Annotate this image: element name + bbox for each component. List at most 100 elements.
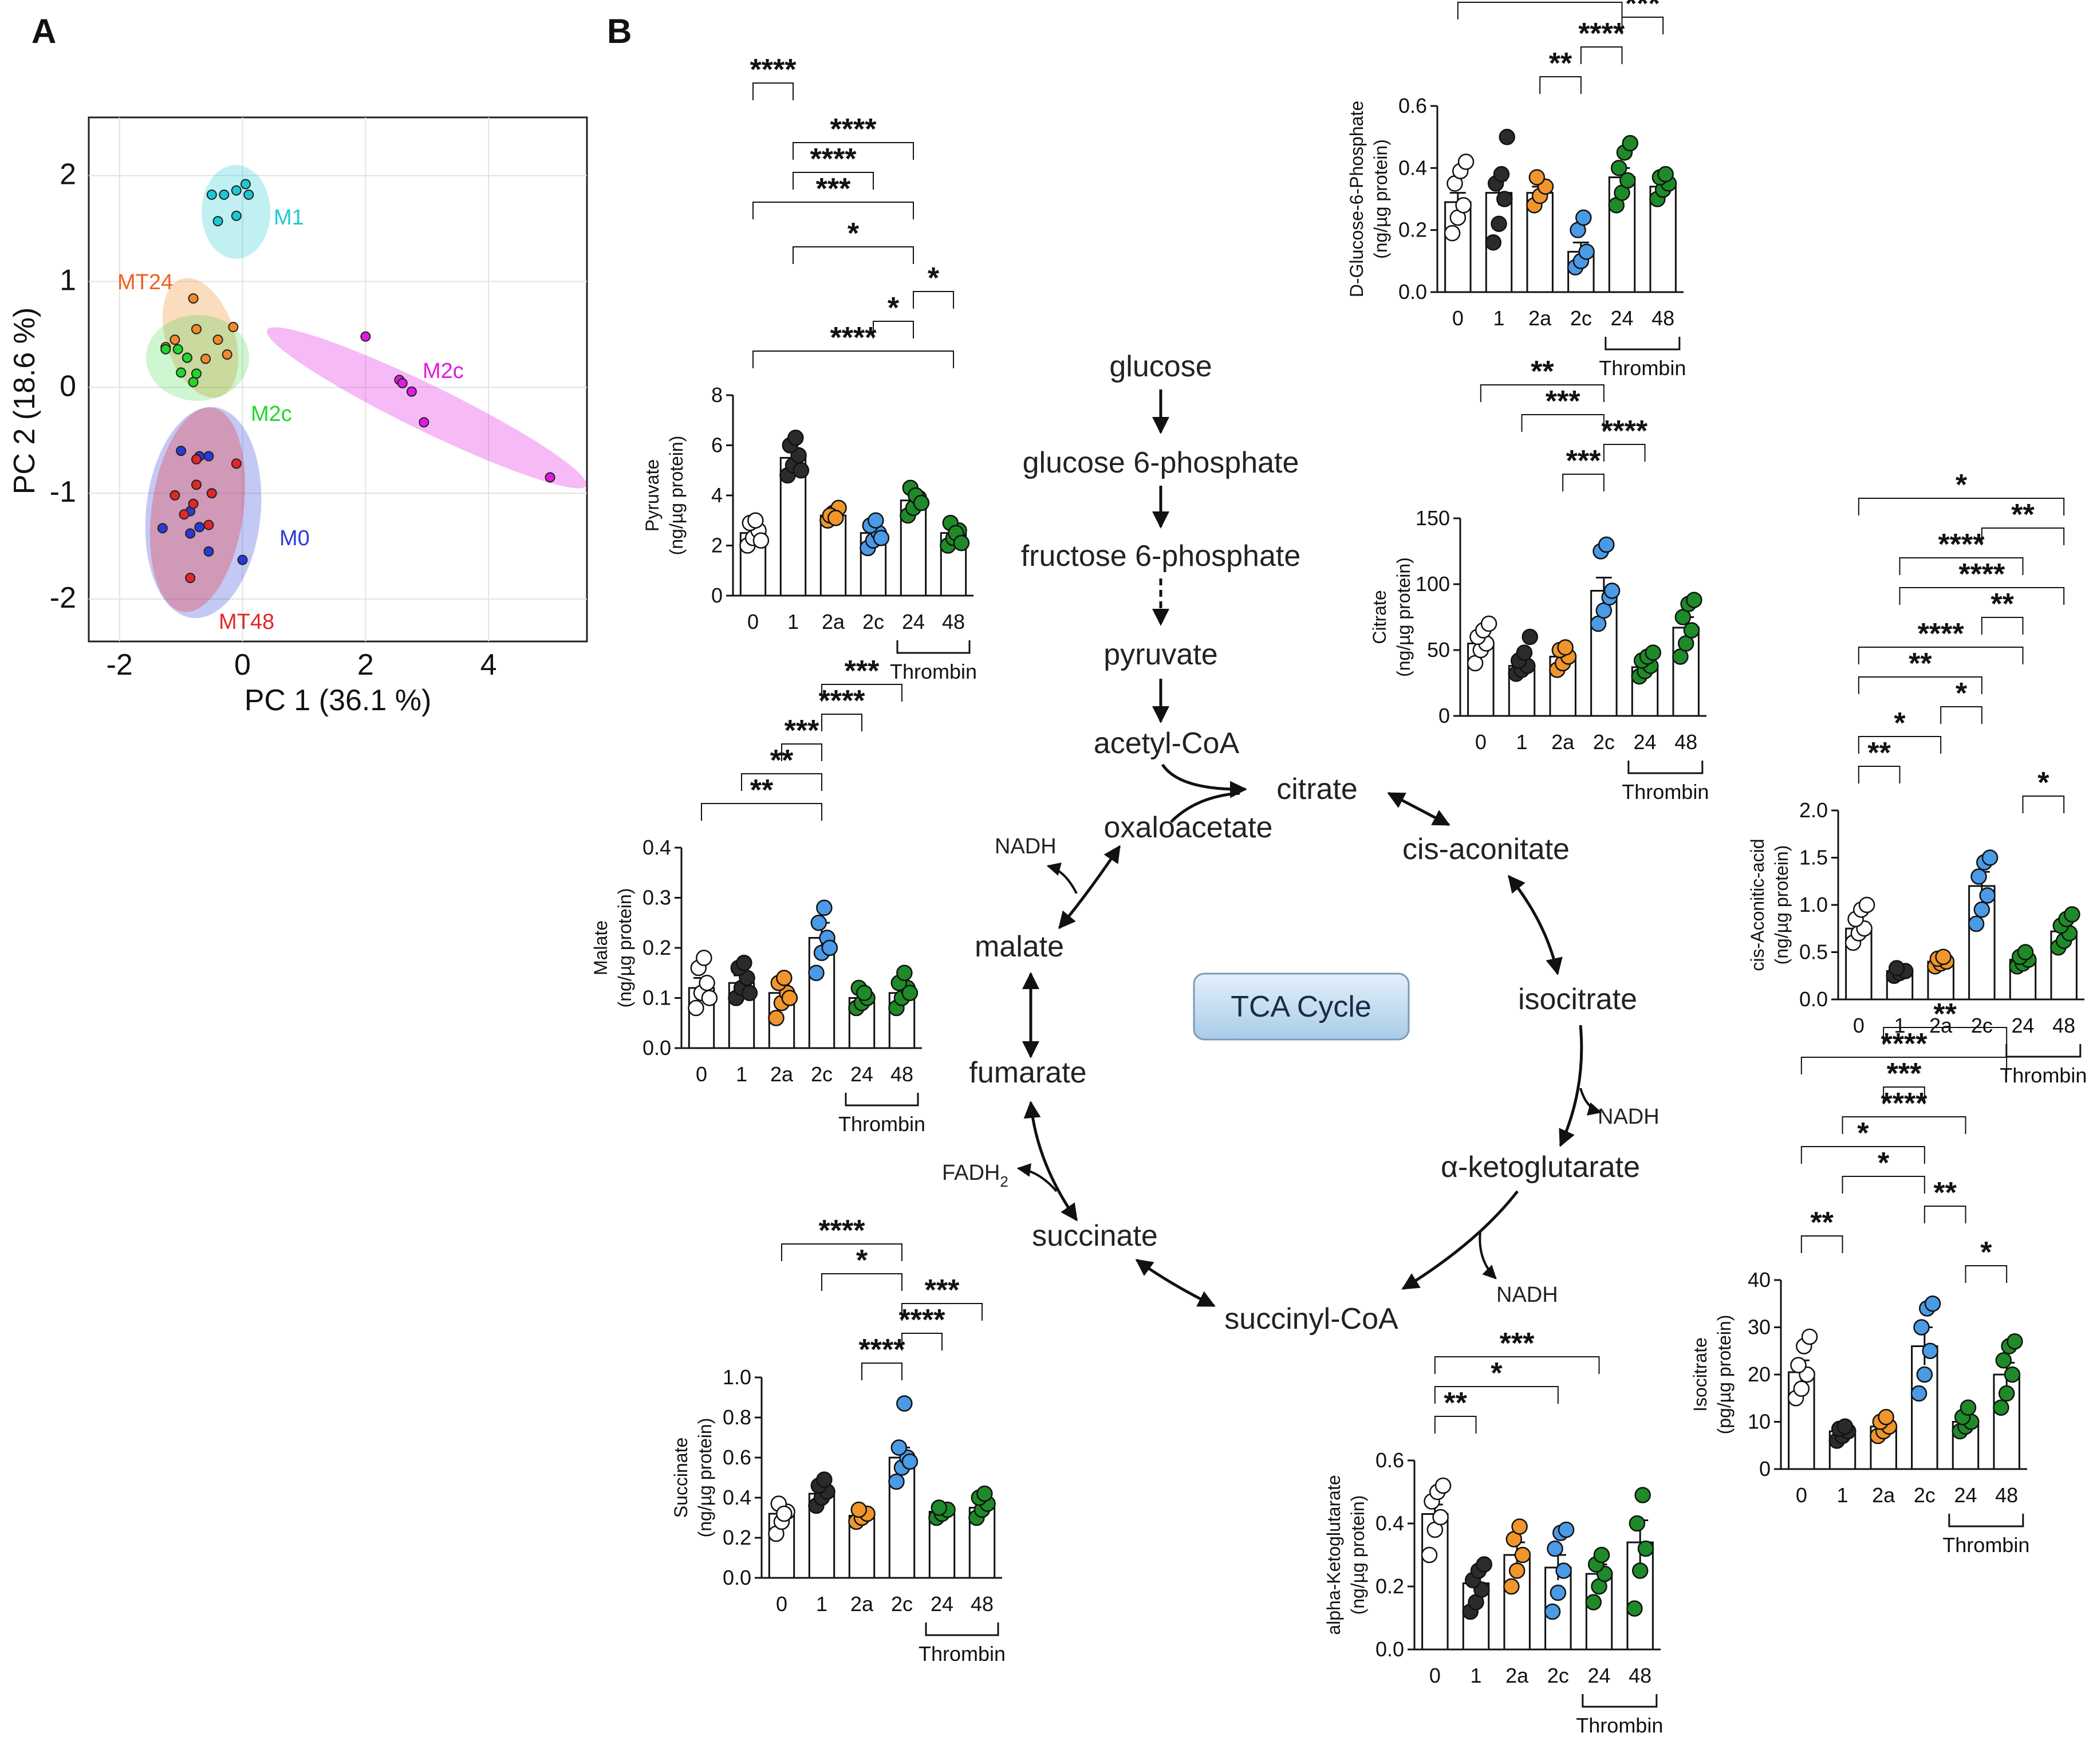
sig-stars: *** — [925, 1274, 960, 1307]
sig-bracket — [781, 1243, 902, 1261]
x-tick-label: 24 — [2011, 1014, 2034, 1037]
sig-bracket — [821, 684, 902, 702]
pca-point — [157, 523, 168, 534]
pca-point — [176, 367, 187, 378]
pca-point — [191, 368, 202, 379]
thrombin-bracket — [845, 1093, 919, 1107]
sig-stars: ** — [1810, 1206, 1834, 1239]
arrow-succinate-fadh2 — [1016, 1163, 1058, 1192]
x-tick-label: 24 — [1954, 1483, 1977, 1507]
y-tick-label: 0 — [1438, 704, 1450, 727]
x-tick-label: 2a — [770, 1062, 794, 1086]
pca-frame — [88, 116, 588, 643]
x-tick-label: 0 — [696, 1062, 707, 1086]
sig-bracket — [1800, 1235, 1843, 1253]
sig-bracket — [1923, 1206, 1966, 1223]
y-tick-label: 10 — [1748, 1410, 1771, 1434]
arrow-oxaloacetate-citrate — [1170, 792, 1240, 823]
data-point — [1503, 1578, 1520, 1595]
sig-bracket — [901, 1333, 943, 1350]
y-label: Pyruvate — [642, 459, 663, 531]
sig-bracket — [1603, 444, 1646, 462]
y-label: Citrate — [1369, 590, 1390, 644]
data-point — [888, 1473, 905, 1490]
data-point — [1585, 1594, 1602, 1611]
data-point — [873, 530, 890, 546]
data-point — [1603, 582, 1621, 599]
sig-bracket — [1562, 474, 1605, 491]
x-tick-label: 2c — [891, 1592, 913, 1616]
thrombin-bracket — [1605, 337, 1681, 351]
sig-stars: * — [1894, 707, 1906, 740]
y-label: Isocitrate — [1690, 1337, 1710, 1412]
node-alpha-ketoglutarate: α-ketoglutarate — [1441, 1151, 1640, 1184]
sig-bracket — [1480, 384, 1605, 402]
data-point — [868, 512, 884, 529]
x-tick-label: 2c — [1570, 306, 1592, 330]
y-tick-label: 20 — [1748, 1363, 1771, 1386]
y-label: (pg/µg protein) — [1714, 1315, 1735, 1435]
pca-y-tick: 0 — [60, 369, 76, 403]
panel-label-a: A — [31, 12, 56, 50]
y-label: (ng/µg protein) — [666, 436, 687, 556]
data-point — [931, 1499, 948, 1516]
sig-bracket — [1858, 766, 1901, 783]
y-tick-label: 0 — [1759, 1457, 1771, 1480]
thrombin-bracket — [1582, 1694, 1658, 1708]
pca-point — [182, 352, 192, 363]
data-point — [1480, 615, 1497, 632]
sig-stars: *** — [785, 714, 819, 747]
node-glucose: glucose — [1109, 350, 1212, 383]
sig-stars: **** — [859, 1333, 906, 1367]
x-tick-label: 2c — [1593, 730, 1615, 754]
x-tick-label: 2a — [850, 1592, 874, 1616]
sig-stars: ** — [750, 774, 774, 807]
sig-stars: **** — [810, 143, 857, 176]
sig-bracket — [1899, 587, 2065, 605]
pca-point — [203, 519, 214, 530]
sig-bracket — [1539, 76, 1582, 94]
pca-y-tick: 2 — [60, 158, 76, 191]
pca-point — [419, 417, 429, 428]
data-point — [741, 985, 758, 1001]
data-point — [1476, 1556, 1492, 1573]
thrombin-label: Thrombin — [890, 660, 977, 683]
data-point — [752, 532, 770, 549]
data-point — [808, 964, 825, 981]
pca-x-tick: -2 — [107, 648, 133, 682]
data-point — [688, 999, 704, 1017]
data-point — [1496, 191, 1513, 207]
data-point — [896, 964, 913, 981]
y-tick-label: 0.5 — [1799, 940, 1828, 964]
sig-stars: * — [856, 1244, 868, 1277]
x-tick-label: 1 — [816, 1592, 827, 1616]
x-tick-label: 2c — [1914, 1483, 1936, 1507]
pca-point — [191, 324, 202, 334]
x-tick-label: 0 — [776, 1592, 787, 1616]
arrow-acetylcoa-citrate — [1161, 763, 1247, 798]
y-label: Malate — [590, 920, 611, 975]
pca-group-labels: M1 MT24 M2c M2c M0 MT48 — [117, 206, 464, 634]
y-tick-label: 0.2 — [723, 1526, 751, 1549]
pca-point — [219, 189, 230, 200]
y-label: (ng/µg protein) — [1771, 845, 1792, 965]
sig-stars: *** — [1625, 0, 1660, 21]
data-point — [696, 950, 712, 966]
x-tick-label: 1 — [1470, 1664, 1481, 1687]
data-point — [768, 1010, 785, 1026]
thrombin-label: Thrombin — [1942, 1533, 2029, 1557]
sig-bracket — [793, 142, 914, 160]
sig-bracket — [873, 321, 914, 338]
sig-bracket — [1965, 1265, 2008, 1283]
pca-point — [188, 498, 199, 509]
x-tick-label: 24 — [1587, 1664, 1610, 1687]
y-tick-label: 6 — [711, 434, 723, 457]
y-tick-label: 0.4 — [1398, 156, 1427, 179]
data-point — [781, 990, 798, 1006]
data-point — [1457, 153, 1475, 170]
thrombin-label: Thrombin — [838, 1112, 925, 1136]
y-label: cis-Aconitic-acid — [1747, 838, 1768, 971]
